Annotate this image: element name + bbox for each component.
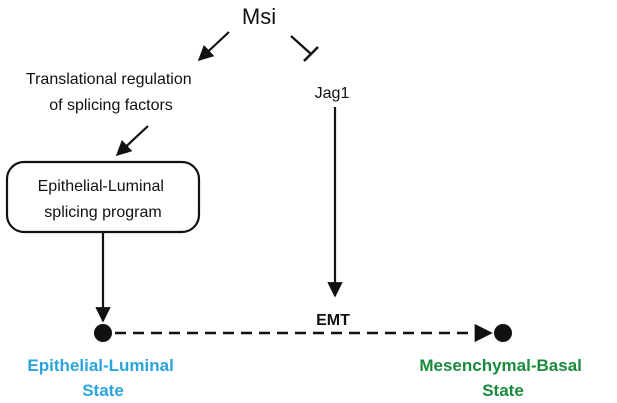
splicing-program-line2: splicing program <box>44 204 161 221</box>
mesenchymal-state-label: Mesenchymal-Basal State <box>419 356 586 400</box>
epithelial-state-label: Epithelial-Luminal State <box>27 356 178 400</box>
translation-to-program-arrow <box>115 125 149 157</box>
msi-label: Msi <box>242 4 276 29</box>
epithelial-state-line1: Epithelial-Luminal <box>27 356 173 375</box>
jag1-label: Jag1 <box>315 85 350 102</box>
mesenchymal-state-dot <box>494 324 512 342</box>
mesenchymal-state-line2: State <box>482 381 524 400</box>
splicing-program-box <box>5 160 201 234</box>
msi-to-translation-arrow <box>197 31 230 62</box>
inhibition-bar <box>303 46 319 62</box>
translational-regulation-line1: Translational regulation <box>26 71 192 88</box>
mesenchymal-state-line1: Mesenchymal-Basal <box>419 356 582 375</box>
emt-label: EMT <box>316 312 350 329</box>
epithelial-state-dot <box>94 324 112 342</box>
splicing-program-label: Epithelial-Luminal splicing program <box>38 178 169 221</box>
translational-regulation-label: Translational regulation of splicing fac… <box>26 71 196 114</box>
splicing-program-line1: Epithelial-Luminal <box>38 178 164 195</box>
epithelial-state-line2: State <box>82 381 124 400</box>
msi-inhibits-jag1-edge <box>290 35 319 62</box>
translational-regulation-line2: of splicing factors <box>49 97 173 114</box>
